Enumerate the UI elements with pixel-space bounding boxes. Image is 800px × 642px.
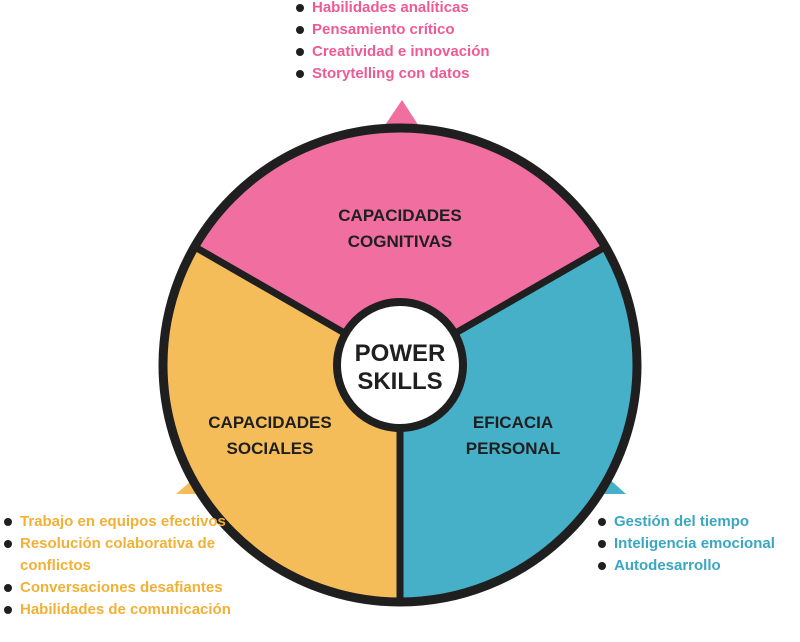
list-item-label: Autodesarrollo bbox=[614, 557, 721, 574]
list-item: Storytelling con datos bbox=[296, 63, 596, 85]
social-title-line2: SOCIALES bbox=[227, 439, 314, 458]
list-item-label: Pensamiento crítico bbox=[312, 21, 455, 38]
list-item: Conversaciones desafiantes bbox=[4, 577, 266, 599]
personal-title-line2: PERSONAL bbox=[466, 439, 560, 458]
bullet-icon bbox=[598, 540, 606, 548]
bullet-icon bbox=[296, 48, 304, 56]
social-skills-list: Trabajo en equipos efectivos Resolución … bbox=[4, 511, 266, 621]
bullet-icon bbox=[4, 518, 12, 526]
bullet-icon bbox=[296, 26, 304, 34]
cognitive-title-line1: CAPACIDADES bbox=[338, 206, 461, 225]
list-item: Pensamiento crítico bbox=[296, 19, 596, 41]
bullet-icon bbox=[598, 518, 606, 526]
list-item-label: Trabajo en equipos efectivos bbox=[20, 513, 226, 530]
list-item-label: Conversaciones desafiantes bbox=[20, 579, 223, 596]
center-circle bbox=[333, 298, 467, 432]
bullet-icon bbox=[296, 4, 304, 12]
list-item-label: Habilidades analíticas bbox=[312, 0, 469, 16]
list-item: Habilidades analíticas bbox=[296, 0, 596, 19]
bullet-icon bbox=[598, 562, 606, 570]
list-item-label: Resolución colaborativa de conflictos bbox=[20, 535, 216, 574]
list-item-label: Habilidades de comunicación bbox=[20, 601, 231, 618]
list-item-label: Creatividad e innovación bbox=[312, 43, 490, 60]
personal-efficacy-list: Gestión del tiempo Inteligencia emociona… bbox=[598, 511, 798, 577]
cognitive-title-line2: COGNITIVAS bbox=[348, 232, 453, 251]
social-title-line1: CAPACIDADES bbox=[208, 413, 331, 432]
list-item: Creatividad e innovación bbox=[296, 41, 596, 63]
list-item-label: Inteligencia emocional bbox=[614, 535, 775, 552]
list-item: Gestión del tiempo bbox=[598, 511, 798, 533]
center-label-line1: POWER bbox=[355, 340, 446, 367]
list-item: Inteligencia emocional bbox=[598, 533, 798, 555]
bullet-icon bbox=[296, 70, 304, 78]
outer-ring bbox=[158, 123, 642, 607]
bullet-icon bbox=[4, 584, 12, 592]
bullet-icon bbox=[4, 606, 12, 614]
cognitive-skills-list: Habilidades analíticas Pensamiento críti… bbox=[296, 0, 596, 85]
list-item-label: Gestión del tiempo bbox=[614, 513, 750, 530]
personal-title-line1: EFICACIA bbox=[473, 413, 553, 432]
bullet-icon bbox=[4, 540, 12, 548]
list-item: Autodesarrollo bbox=[598, 555, 798, 577]
list-item: Resolución colaborativa de conflictos bbox=[4, 533, 266, 577]
list-item: Trabajo en equipos efectivos bbox=[4, 511, 266, 533]
list-item-label: Storytelling con datos bbox=[312, 65, 470, 82]
list-item: Habilidades de comunicación bbox=[4, 599, 266, 621]
center-label-line2: SKILLS bbox=[357, 368, 442, 395]
